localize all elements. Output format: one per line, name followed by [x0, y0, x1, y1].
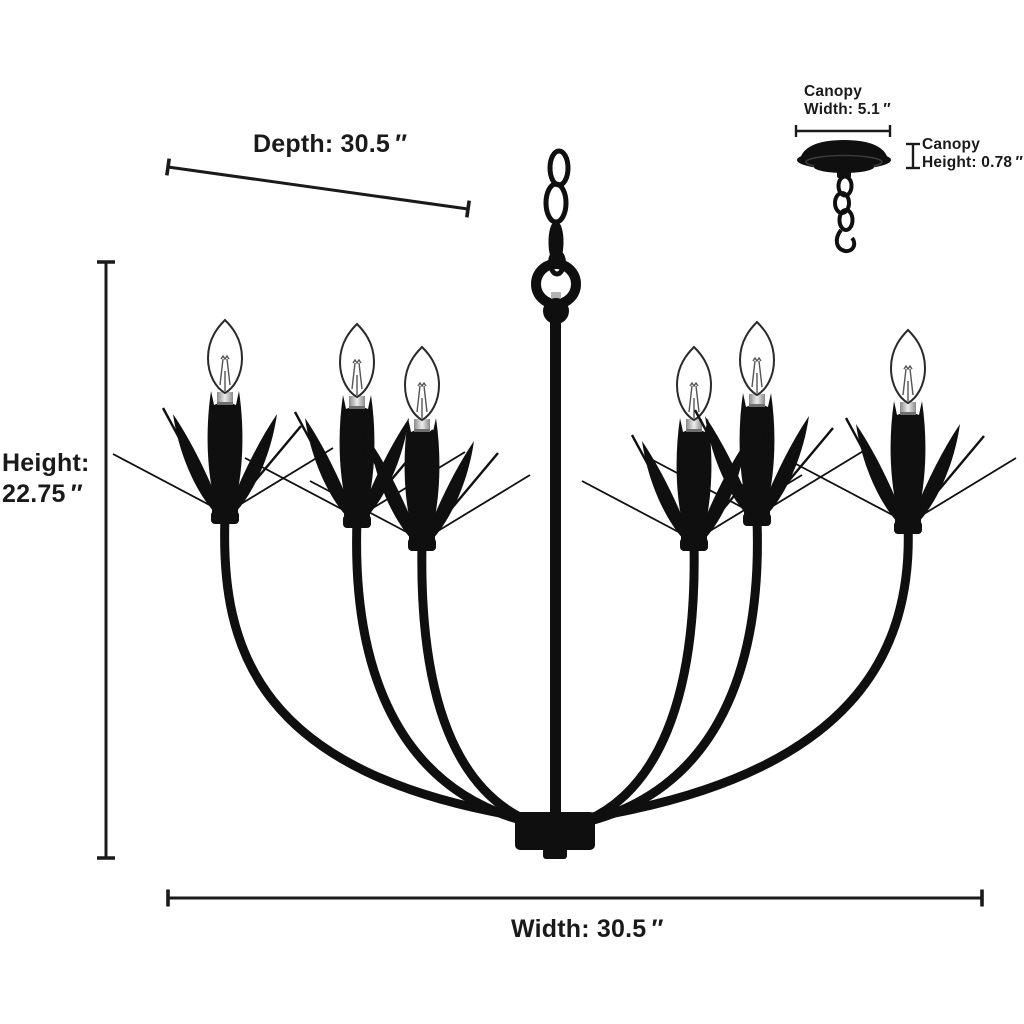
canopy-height-dimension-line [906, 142, 920, 170]
height-label: Height: 22.75 ″ [2, 448, 90, 510]
stem-ball [543, 298, 569, 324]
canopy-width-dimension-line [794, 125, 892, 137]
chandelier-illustration [111, 148, 1018, 859]
arm-outer-right [581, 519, 913, 823]
canopy-height-label-line1: Canopy [922, 136, 981, 153]
center-stem [550, 312, 561, 828]
canopy-height-label: Canopy Height: 0.78 ″ [922, 136, 1023, 172]
canopy-width-label-line1: Canopy [804, 83, 863, 100]
depth-label: Depth: 30.5 ″ [253, 130, 408, 158]
height-label-line1: Height: [2, 449, 90, 477]
canopy-height-label-line2: Height: 0.78 ″ [922, 153, 1024, 171]
depth-dimension-line [165, 158, 471, 218]
width-label: Width: 30.5 ″ [511, 915, 664, 943]
width-dimension-line [166, 889, 984, 907]
height-dimension-line [97, 260, 115, 860]
hub-finial [543, 848, 567, 859]
bottom-hub [515, 812, 595, 859]
hub-body [515, 812, 595, 850]
canopy-detail-illustration [797, 140, 891, 254]
arm-inner-left [417, 538, 553, 833]
canopy-underside [814, 161, 874, 173]
canopy-chain [833, 174, 857, 254]
arm-inner-right [561, 538, 699, 833]
chandelier-arms [220, 511, 913, 833]
arm-outer-left [220, 511, 533, 823]
candle-light-5 [643, 320, 867, 528]
ring-connector-glint [551, 292, 561, 301]
canopy-width-label-line2: Width: 5.1 ″ [804, 100, 891, 118]
hanging-chain [543, 148, 571, 277]
arm-middle-left [352, 515, 541, 829]
canopy-width-label: Canopy Width: 5.1 ″ [804, 83, 891, 119]
height-label-line2: 22.75 ″ [2, 480, 83, 508]
